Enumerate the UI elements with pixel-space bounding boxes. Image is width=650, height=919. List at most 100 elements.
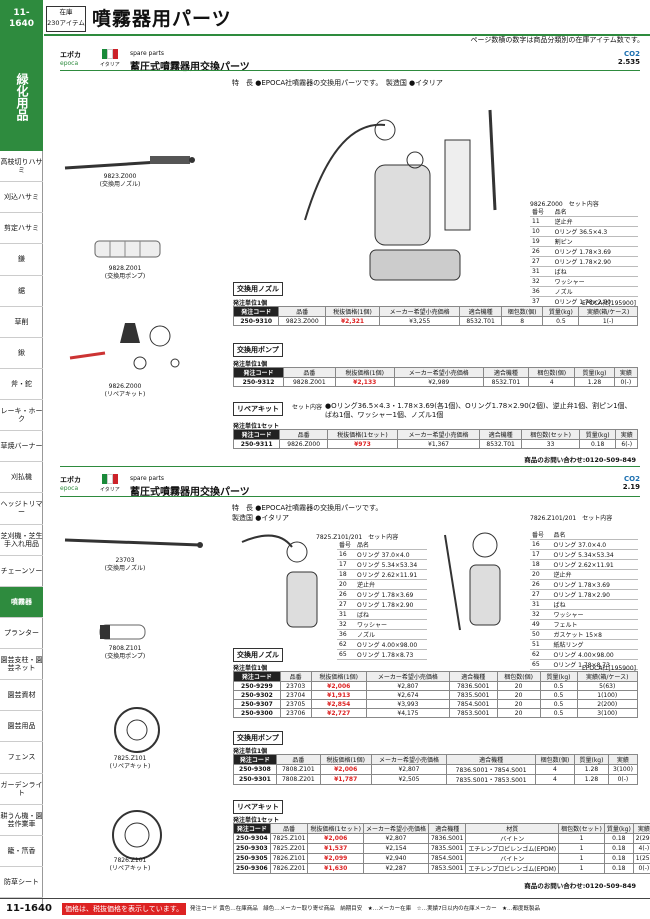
sidebar-item[interactable]: 高枝切りハサミ bbox=[0, 151, 43, 183]
kit-title: 7825.Z101/201 セット内容 bbox=[316, 534, 399, 541]
sidebar-item[interactable]: フェンス bbox=[0, 742, 43, 774]
category-label: spare parts bbox=[130, 475, 164, 482]
table-header: 質量(kg) bbox=[603, 823, 634, 834]
table-header: 適合機種 bbox=[446, 754, 536, 765]
sidebar-item[interactable]: 剪定ハサミ bbox=[0, 213, 43, 245]
nozzle-table: 発注コード品番税抜価格(1個)メーカー希望小売価格適合機種梱包数(個)質量(kg… bbox=[232, 306, 638, 326]
kit-head: 品名 bbox=[552, 207, 638, 217]
table-header: 品番 bbox=[275, 754, 321, 765]
table-header: メーカー希望小売価格 bbox=[365, 671, 450, 682]
exploded-diagram-b bbox=[444, 532, 501, 631]
repair-kit-table: 発注コード品番税抜価格(1セット)メーカー希望小売価格適合機種梱包数(セット)質… bbox=[232, 429, 638, 449]
footer-page-number: 11-1640 bbox=[6, 903, 52, 914]
brand-block: エポカ epoca bbox=[60, 50, 81, 67]
sidebar-item[interactable]: 園芸支柱・園芸ネット bbox=[0, 649, 43, 681]
sidebar-item[interactable]: 籠・笊香 bbox=[0, 836, 43, 867]
table-header: メーカー希望小売価格 bbox=[378, 306, 461, 317]
sidebar-item[interactable]: 園芸資材 bbox=[0, 680, 43, 712]
sidebar-item[interactable]: 芝刈機・芝生手入れ用品 bbox=[0, 525, 43, 556]
pump-image bbox=[99, 624, 146, 640]
sidebar-item[interactable]: 鎌 bbox=[0, 244, 43, 276]
table-header: 質量(kg) bbox=[574, 754, 609, 765]
table-header: 梱包数(個) bbox=[528, 367, 576, 378]
table-header: 税抜価格(1個) bbox=[325, 306, 380, 317]
footer: 11-1640 価格は、税抜価格を表示しています。 発注コード 黄色…在庫商品 … bbox=[0, 898, 650, 919]
nozzle-table: 発注コード品番税抜価格(1個)メーカー希望小売価格適合機種梱包数(個)質量(kg… bbox=[233, 671, 638, 718]
order-unit: 発注単位1セット bbox=[233, 423, 280, 430]
sidebar-item[interactable]: 草削 bbox=[0, 307, 43, 338]
table-label: リペアキット bbox=[233, 800, 283, 814]
brand-block: エポカ epoca bbox=[60, 475, 81, 492]
sidebar-item[interactable]: 防草シート bbox=[0, 867, 43, 898]
table-header: 質量(kg) bbox=[542, 306, 580, 317]
table-header: 質量(kg) bbox=[539, 671, 578, 682]
sidebar-item[interactable]: 草焼バーナー bbox=[0, 431, 43, 463]
sidebar-item[interactable]: ガーデンライト bbox=[0, 774, 43, 805]
sidebar-item[interactable]: プランター bbox=[0, 618, 43, 649]
sidebar-item[interactable]: 鋸 bbox=[0, 276, 43, 307]
sidebar-item[interactable]: 鍬 bbox=[0, 338, 43, 369]
table-label: リペアキット bbox=[233, 402, 283, 416]
repair-kit-image bbox=[69, 323, 180, 370]
table-header: 梱包数(個) bbox=[500, 306, 544, 317]
set-content: ●Oリング36.5×4.3・1.78×3.69(各1個)、Oリング1.78×2.… bbox=[325, 402, 632, 419]
table-header: 適合機種 bbox=[479, 429, 523, 440]
sidebar-item[interactable]: チェーンソー bbox=[0, 556, 43, 587]
table-header: 税抜価格(1個) bbox=[319, 754, 372, 765]
sidebar-item[interactable]: 園芸用品 bbox=[0, 711, 43, 743]
table-header: 実績 bbox=[615, 429, 638, 440]
order-unit: 発注単位1個 bbox=[233, 300, 268, 307]
sidebar-item[interactable]: 噴霧器 bbox=[0, 586, 43, 618]
table-header: メーカー希望小売価格 bbox=[396, 429, 481, 440]
table-header: 梱包数(セット) bbox=[521, 429, 580, 440]
table-header: 発注コード bbox=[232, 429, 281, 440]
sidebar-item[interactable]: 耕うん機・園芸作業車 bbox=[0, 805, 43, 836]
table-header: 適合機種 bbox=[448, 671, 498, 682]
sidebar-item[interactable]: レーキ・ホーク bbox=[0, 400, 43, 432]
sidebar-item[interactable]: ヘッジトリマー bbox=[0, 493, 43, 525]
repair-kit-image bbox=[112, 810, 162, 860]
nozzle-image bbox=[64, 156, 195, 170]
order-unit: 発注単位1個 bbox=[233, 361, 268, 368]
sidebar-item[interactable]: 斧・鉈 bbox=[0, 369, 43, 400]
table-header: 品番 bbox=[283, 367, 336, 378]
kit-head: 番号 bbox=[337, 540, 355, 550]
table-header: 梱包数(セット) bbox=[558, 823, 605, 834]
sidebar-item[interactable]: 刈込ハサミ bbox=[0, 182, 43, 214]
table-label: 交換用ノズル bbox=[233, 648, 283, 662]
table-header: 税抜価格(1セット) bbox=[307, 823, 364, 834]
product-label: 7826.Z101(リペアキット) bbox=[109, 857, 151, 872]
sidebar bbox=[0, 43, 43, 905]
header-note: ページ数横の数字は商品分類別の在庫アイテム数です。 bbox=[470, 36, 644, 44]
table-header: 質量(kg) bbox=[578, 429, 617, 440]
sidebar-item[interactable]: 刈払機 bbox=[0, 462, 43, 494]
kit-head: 品名 bbox=[354, 540, 427, 550]
table-label: 交換用ポンプ bbox=[233, 343, 283, 357]
section-title: 蓄圧式噴霧器用交換パーツ bbox=[130, 487, 250, 498]
